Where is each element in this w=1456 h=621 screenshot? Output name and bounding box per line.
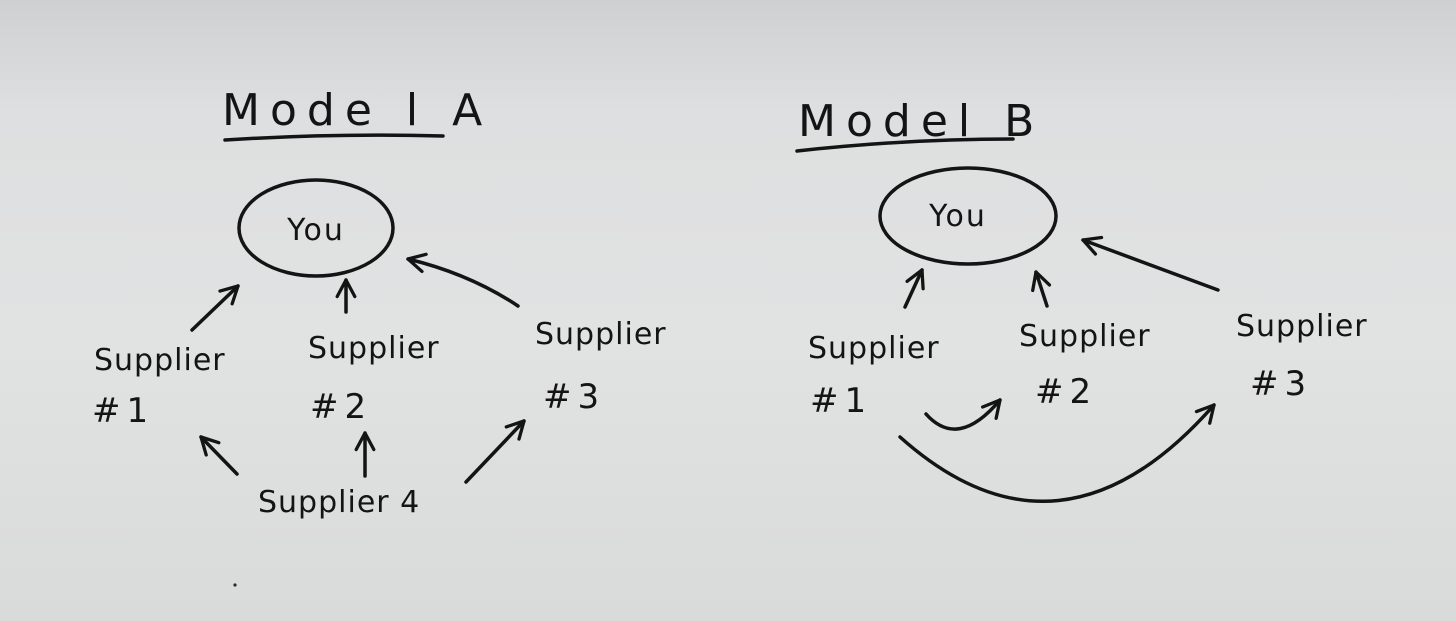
- model-a-supplier-2-number: #2: [310, 387, 372, 427]
- model-a-arrow-s3-to-you: [406, 252, 520, 308]
- model-a-supplier-1-label: Supplier: [94, 343, 226, 378]
- model-b-arrow-s2-to-you: [1031, 270, 1052, 308]
- model-a-supplier-1-number: #1: [92, 391, 154, 431]
- model-a-supplier-3-number: #3: [543, 377, 605, 417]
- model-a-arrow-s1-to-you: [190, 284, 240, 332]
- model-b-arrow-s1-to-you: [903, 268, 925, 309]
- model-b-supplier-3-label: Supplier: [1236, 309, 1368, 344]
- model-b-supplier-2-label: Supplier: [1019, 319, 1151, 354]
- model-b-diagram: Model B You Supplier #1 Supplier #2 Supp…: [795, 96, 1368, 503]
- model-b-arrow-s3-to-you: [1081, 235, 1220, 292]
- model-b-you-label: You: [928, 199, 987, 234]
- model-b-supplier-1-number: #1: [810, 381, 872, 421]
- model-a-you-label: You: [286, 213, 345, 248]
- model-a-supplier-2-label: Supplier: [308, 331, 440, 366]
- pencil-dot: [233, 583, 237, 587]
- model-b-you-circle: [878, 166, 1058, 266]
- model-a-you-circle: [237, 178, 395, 278]
- model-b-supplier-3-number: #3: [1250, 364, 1312, 404]
- model-b-title-underline: [795, 137, 1015, 153]
- model-a-supplier-4-label: Supplier 4: [258, 485, 420, 520]
- model-a-title-underline: [223, 133, 445, 142]
- model-b-arrow-s1-to-s3: [898, 403, 1216, 503]
- model-a-title: Mode l A: [222, 85, 492, 136]
- model-b-supplier-1-label: Supplier: [808, 331, 940, 366]
- model-a-supplier-3-label: Supplier: [535, 317, 667, 352]
- model-a-arrow-s4-to-s1: [199, 435, 239, 476]
- model-a-arrow-s4-to-s3: [464, 419, 526, 484]
- model-b-supplier-2-number: #2: [1035, 372, 1097, 412]
- model-a-diagram: Mode l A You Supplier #1 Supplier #2 Sup…: [92, 85, 667, 520]
- model-b-arrow-s1-to-s2: [924, 398, 1002, 431]
